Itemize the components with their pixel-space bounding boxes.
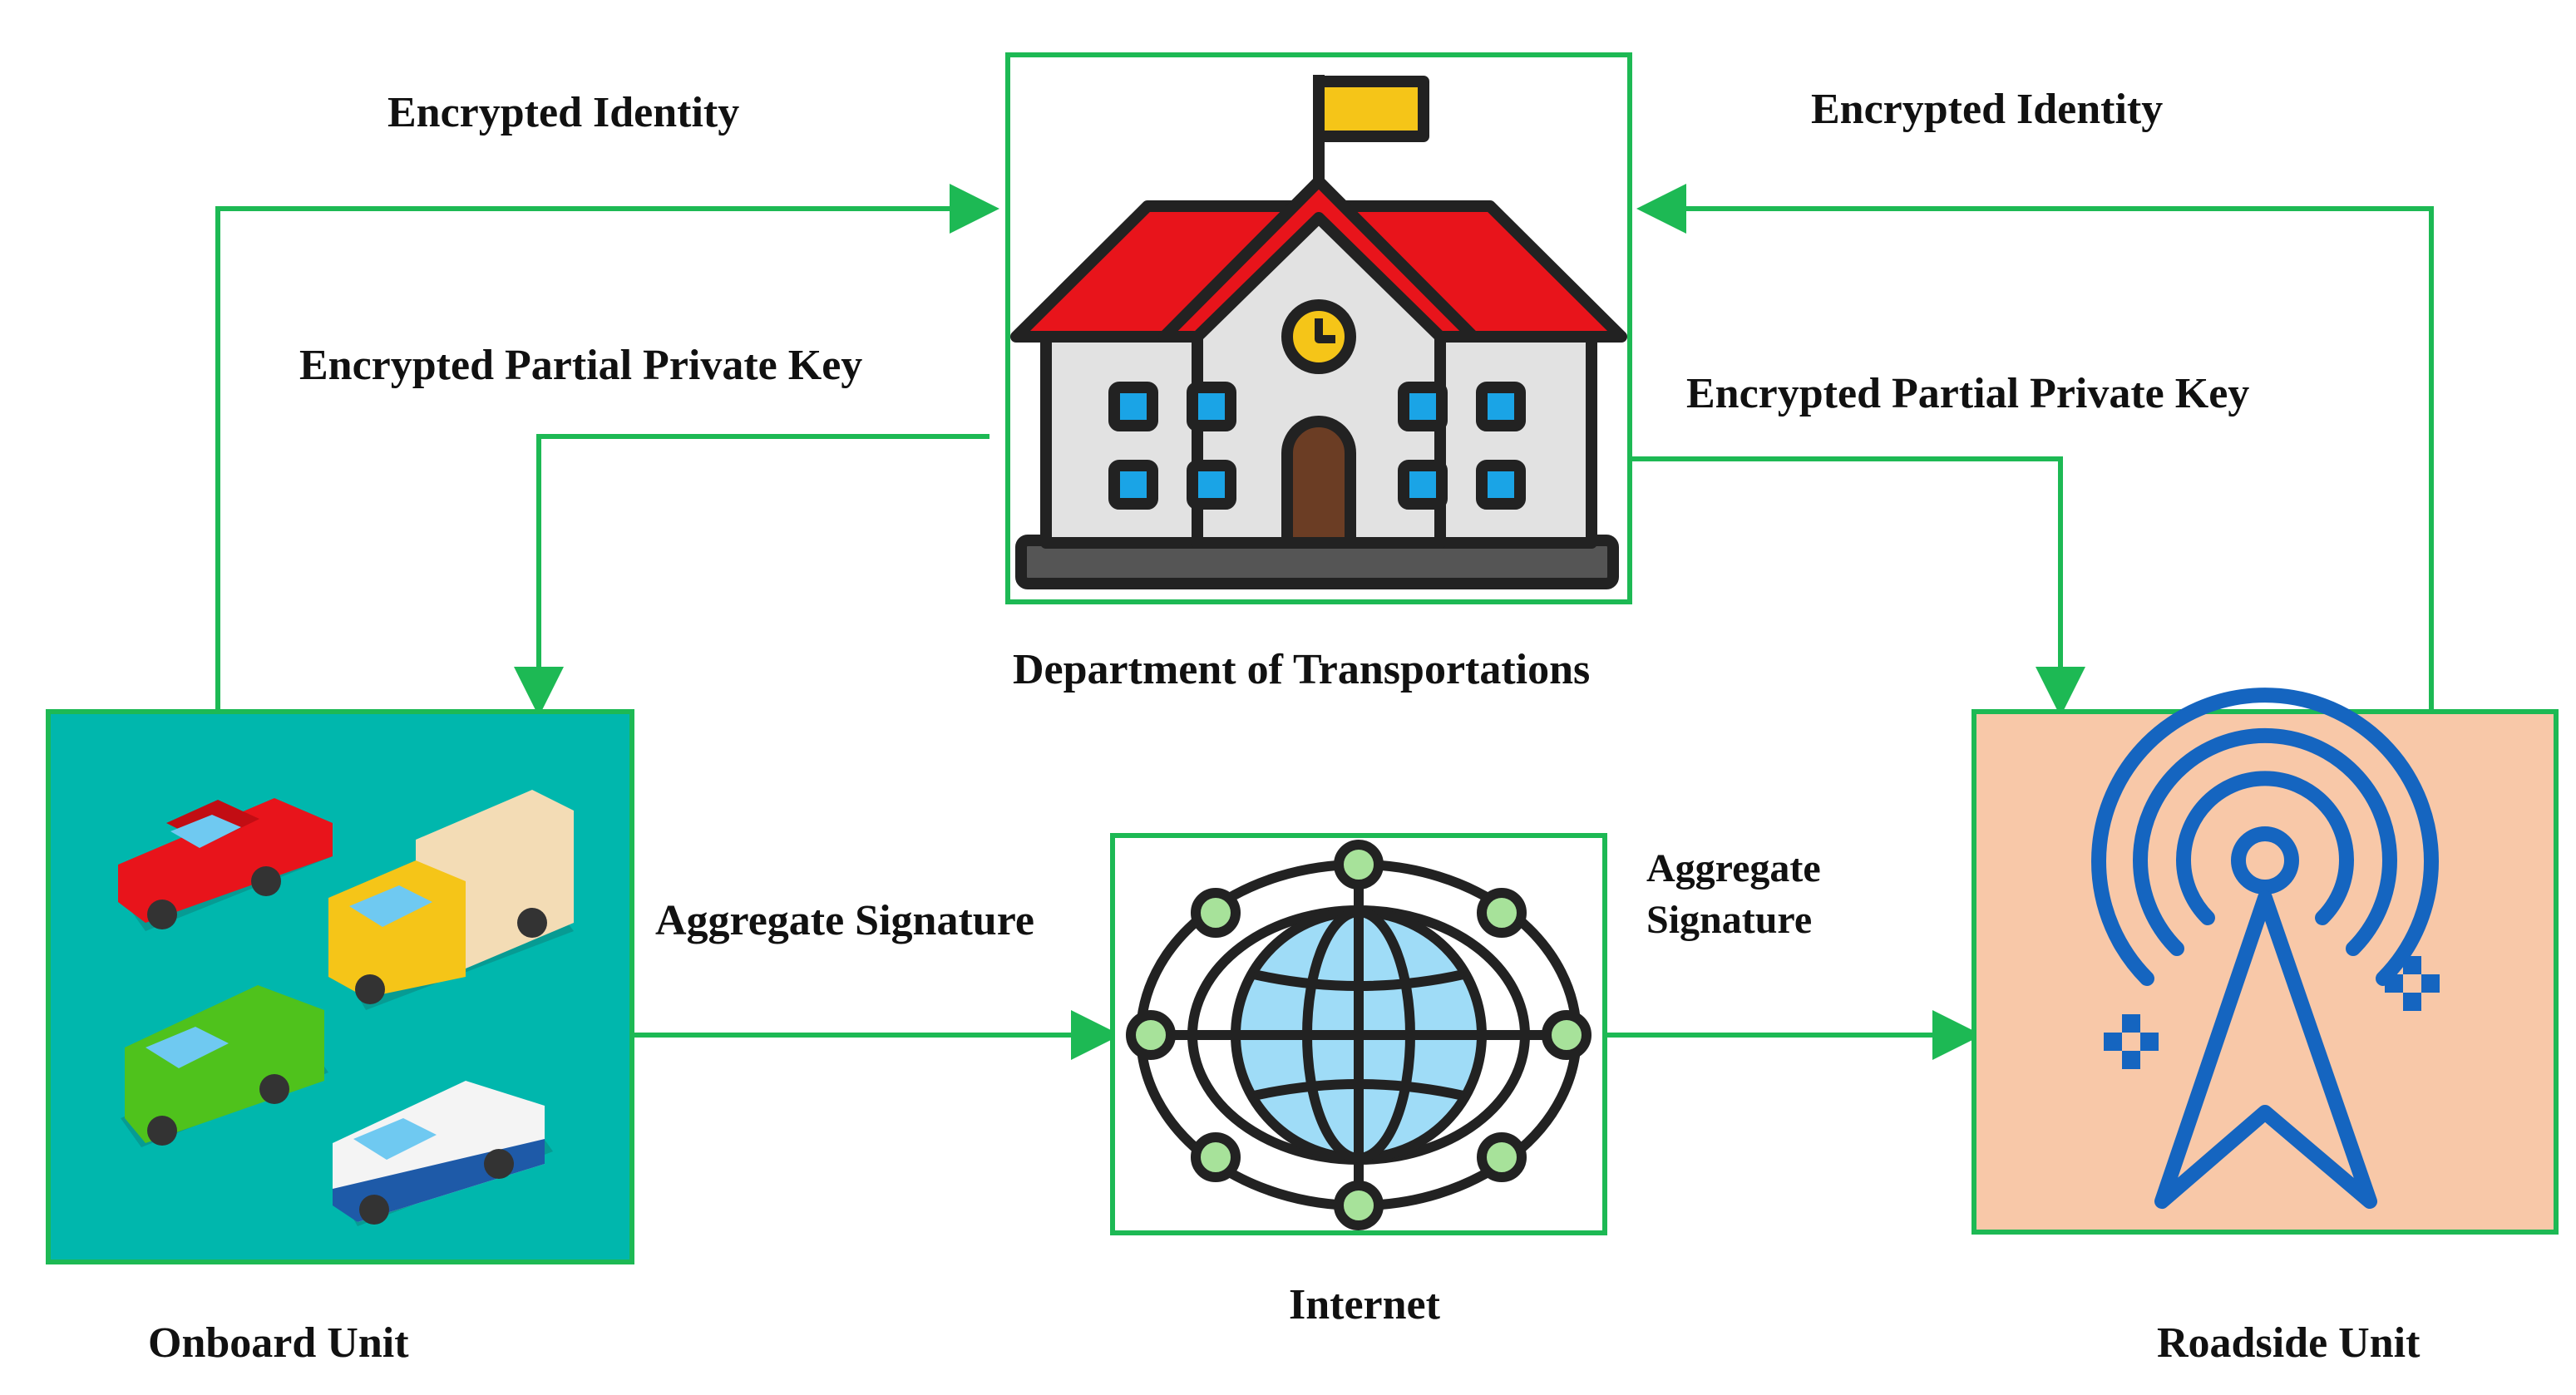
arrow-dot-key-to-rsu — [1630, 456, 2085, 717]
globe-network-icon — [1126, 840, 1591, 1230]
connectors — [215, 184, 2434, 1060]
dot-node-label: Department of Transportations — [1013, 646, 1590, 693]
internet-to-rsu-label-line1: Aggregate — [1646, 846, 1821, 890]
arrow-dot-key-to-obu — [514, 434, 989, 717]
dot-to-obu-key-label: Encrypted Partial Private Key — [299, 342, 862, 389]
onboard-node-label: Onboard Unit — [148, 1319, 409, 1367]
white-van-icon — [333, 1081, 553, 1226]
red-car-icon — [118, 798, 333, 931]
obu-to-internet-label: Aggregate Signature — [655, 897, 1034, 944]
roadside-box — [1971, 709, 2559, 1235]
internet-to-rsu-label-line2: Signature — [1646, 898, 1812, 942]
antenna-tower-icon — [2091, 688, 2439, 1209]
roadside-node-label: Roadside Unit — [2157, 1319, 2421, 1367]
sparkle-right-icon — [2385, 956, 2440, 1011]
labels: Encrypted Identity Encrypted Identity En… — [148, 86, 2421, 1367]
onboard-node — [46, 709, 634, 1264]
arrow-rsu-identity-to-dot — [1636, 184, 2434, 712]
yellow-truck-icon — [328, 790, 574, 1010]
arrow-obu-identity-to-dot — [215, 184, 999, 713]
internet-node — [1110, 833, 1607, 1235]
dot-node — [1005, 52, 1632, 604]
vehicles-icon — [118, 790, 574, 1226]
internet-node-label: Internet — [1289, 1281, 1441, 1328]
school-building-icon — [1010, 75, 1627, 589]
green-van-icon — [121, 985, 328, 1147]
dot-to-rsu-key-label: Encrypted Partial Private Key — [1686, 370, 2249, 417]
roadside-node — [1971, 688, 2559, 1235]
obu-identity-label: Encrypted Identity — [387, 89, 739, 136]
sparkle-left-icon — [2104, 1014, 2159, 1069]
rsu-identity-label: Encrypted Identity — [1811, 86, 2163, 133]
